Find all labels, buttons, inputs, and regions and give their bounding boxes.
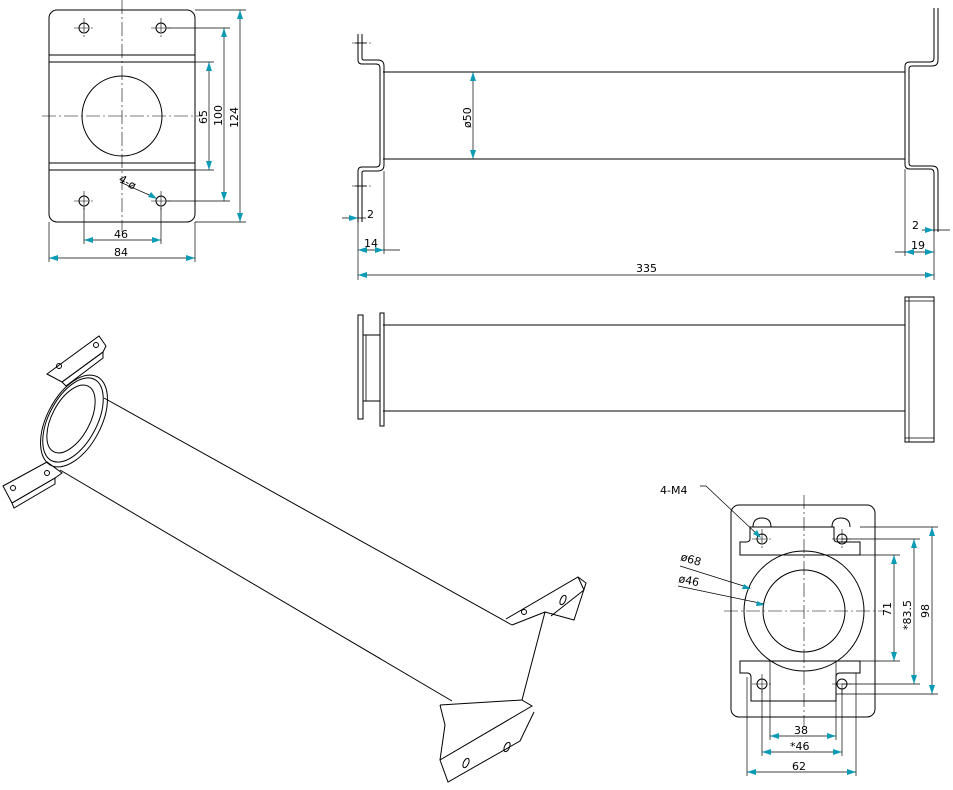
end-view: 4-M4 ø68 ø46 71 *83.5 98 38 *46 62: [660, 484, 938, 776]
dim-end-width-outer: 62: [792, 760, 806, 773]
dim-side-flange-right: 19: [911, 239, 925, 252]
dim-end-height-mid: *83.5: [901, 600, 914, 630]
side-view: ø50 2 14 2 19 335: [342, 8, 950, 280]
end-thread-note: 4-M4: [660, 484, 687, 497]
dim-side-thickness-right: 2: [912, 219, 919, 232]
dim-front-flat: 65: [197, 110, 210, 124]
dim-side-tube-dia: ø50: [461, 107, 474, 128]
dim-front-hole-spacing: 46: [114, 228, 128, 241]
dim-end-width-inner: 38: [794, 724, 808, 737]
dim-side-flange-left: 14: [364, 237, 378, 250]
front-view: 84 46 124 100 65 4-ø: [42, 0, 246, 262]
dim-end-height-inner: 71: [881, 602, 894, 616]
dim-front-height-outer: 124: [228, 107, 241, 128]
dim-end-height-outer: 98: [919, 604, 932, 618]
front-holes-note: 4-ø: [117, 172, 139, 192]
dim-side-length: 335: [636, 262, 657, 275]
top-view: [357, 296, 935, 443]
isometric-view: [2, 335, 587, 783]
dim-end-width-mid: *46: [790, 740, 810, 753]
dim-side-thickness-left: 2: [367, 208, 374, 221]
dim-front-width: 84: [114, 246, 128, 259]
iso-tube-ring: [40, 374, 108, 468]
dim-end-outer-dia: ø68: [679, 550, 703, 568]
dim-front-height-inner: 100: [212, 105, 225, 126]
dim-end-inner-dia: ø46: [677, 572, 700, 589]
